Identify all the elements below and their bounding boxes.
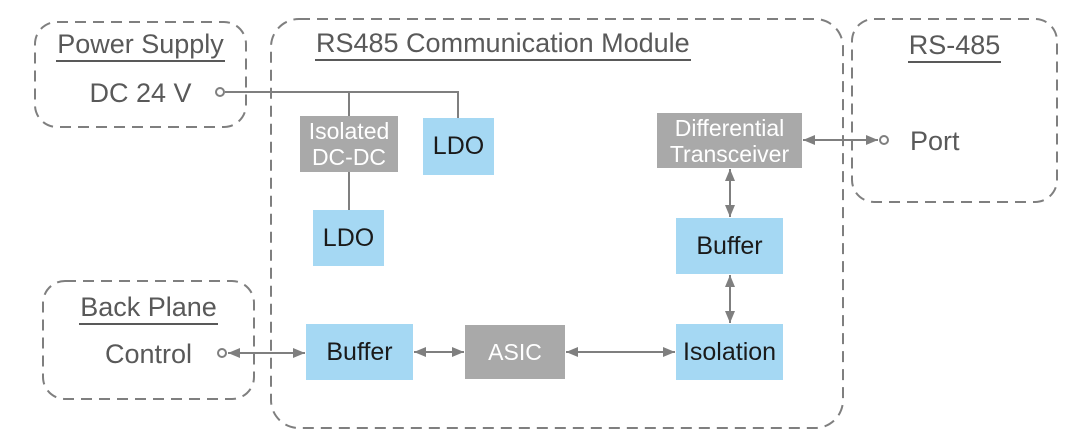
isolated-dcdc-line1: Isolated: [308, 118, 390, 145]
isolated-dcdc-line2: DC-DC: [311, 144, 387, 170]
ldo-mid-label: LDO: [322, 223, 375, 252]
isolated-dcdc-block: Isolated DC-DC: [300, 116, 398, 172]
port-terminal-icon: [879, 135, 889, 145]
dc-24v-label: DC 24 V: [89, 78, 192, 108]
buffer-right-label: Buffer: [696, 231, 763, 260]
back-plane-title-text: Back Plane: [79, 292, 218, 325]
module-title-text: RS485 Communication Module: [315, 28, 691, 61]
asic-block: ASIC: [465, 325, 565, 379]
differential-transceiver-block: Differential Transceiver: [657, 113, 802, 168]
asic-label: ASIC: [488, 339, 542, 365]
differential-transceiver-line1: Differential: [674, 114, 785, 141]
buffer-left-block: Buffer: [306, 324, 413, 380]
rs485-group-title-text: RS-485: [907, 30, 1002, 63]
buffer-left-label: Buffer: [326, 337, 393, 366]
port-label: Port: [910, 126, 960, 156]
ldo-top-label: LDO: [432, 132, 485, 161]
differential-transceiver-line2: Transceiver: [669, 140, 790, 167]
ldo-top-block: LDO: [423, 118, 494, 175]
ldo-mid-block: LDO: [313, 210, 384, 266]
power-supply-title: Power Supply: [35, 29, 246, 62]
isolation-label: Isolation: [682, 337, 777, 366]
back-plane-title: Back Plane: [43, 292, 254, 325]
rs485-group-title: RS-485: [852, 30, 1057, 63]
buffer-right-block: Buffer: [676, 218, 783, 274]
isolation-block: Isolation: [676, 324, 783, 380]
power-distribution-line: [225, 91, 459, 118]
control-label: Control: [104, 339, 193, 369]
power-supply-title-text: Power Supply: [56, 29, 225, 62]
module-title: RS485 Communication Module: [315, 28, 691, 61]
